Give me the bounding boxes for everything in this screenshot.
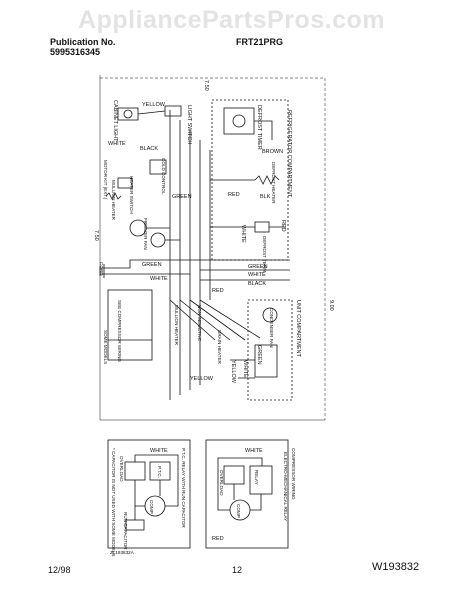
see-compressor-wiring-box: [107, 289, 153, 361]
em-wiring: [217, 457, 263, 511]
label-defrost-term: DEFROST TERM.: [262, 236, 267, 273]
label-green-2: GREEN: [142, 262, 162, 268]
label-red-1: RED: [280, 220, 286, 232]
electromechanical-relay-diagram-box: [205, 439, 289, 549]
unit-relay-block: [254, 344, 278, 378]
label-ptc: P.T.C.: [157, 466, 162, 478]
label-capacitor-note: * CAPACITOR IS NOT USED WITH SOME MODELS: [111, 448, 116, 556]
defrost-terminator: [254, 221, 270, 233]
label-green-1: GREEN: [172, 194, 192, 200]
label-dim-left: 7.50: [93, 230, 99, 241]
unit-compartment-box: [247, 299, 293, 401]
label-black-1: BLACK: [140, 146, 158, 152]
mullion-heater-element: [105, 192, 122, 200]
label-some-models: SOME MODELS: [103, 330, 108, 364]
evap-fan-motor: [150, 232, 166, 248]
label-part-number: ZL193832A: [110, 550, 135, 555]
label-drain-heater: DRAIN HEATER: [217, 330, 222, 365]
heater-switch-symbol: [117, 177, 133, 189]
ptc-overload-symbol: [124, 461, 146, 481]
label-em-relay: RELAY: [254, 470, 259, 485]
label-green-4: GREEN: [256, 345, 262, 365]
label-dim-top: 7.50: [203, 80, 209, 91]
label-cabinet-light: CABINET LIGHT: [112, 100, 118, 142]
unit-compartment-leads: [200, 259, 290, 281]
publication-label: Publication No.: [50, 37, 116, 47]
cord-plug: [99, 264, 105, 278]
ptc-compressor-symbol: [144, 495, 166, 517]
label-brown: BROWN: [262, 149, 283, 155]
label-electromechanical-relay: ELECTRO-MECHANICAL RELAY: [283, 452, 288, 521]
footer-diagram-code: W193832: [372, 561, 420, 573]
label-red-3: RED: [212, 288, 224, 294]
label-ptc-overload: OVERLOAD: [119, 456, 124, 482]
label-blk: BLK: [260, 194, 271, 200]
label-non-inductive: NON INDUCTIVE: [197, 305, 202, 341]
cabinet-light-bulb: [123, 109, 133, 119]
label-white-4: WHITE: [248, 272, 266, 278]
unit-harness-leads: [169, 299, 261, 341]
label-defrost-heater: DEFROST HEATER: [271, 162, 276, 204]
light-switch-symbol: [164, 105, 182, 117]
label-em-red: RED: [212, 536, 224, 542]
label-yellow-1: YELLOW: [142, 102, 166, 108]
defrost-heater-element: [254, 175, 280, 185]
light-wire: [137, 110, 166, 115]
label-refrigerator-compartment: REFRIGERATOR COMPARTMENT: [286, 110, 292, 198]
model-number: FRT21PRG: [236, 37, 284, 47]
label-yellow-3: YELLOW: [190, 376, 214, 382]
label-white-3: WHITE: [150, 276, 168, 282]
publication-number: 5995316345: [50, 47, 101, 57]
label-see-compressor-wiring: SEE COMPRESSOR WIRING: [117, 300, 122, 362]
label-ptc-white: WHITE: [150, 448, 168, 454]
label-light-switch: LIGHT SWITCH: [186, 105, 192, 144]
condenser-fan-motor: [262, 307, 278, 323]
label-cord: CORD: [99, 262, 104, 276]
ptc-relay-diagram-box: [107, 439, 191, 549]
label-mullion-heater-2: MULLION HEATER: [174, 305, 179, 346]
label-green-3: GREEN: [248, 264, 268, 270]
label-yellow-2: YELLOW: [230, 360, 236, 384]
label-em-overload: OVERLOAD: [219, 470, 224, 496]
footer-page: 12: [232, 565, 243, 575]
label-dim-right: 9.00: [328, 300, 334, 311]
label-freezer-fan: FREEZER FAN: [143, 218, 148, 250]
cold-control-symbol: [149, 159, 167, 175]
label-condenser-fan: CONDENSER FAN: [269, 308, 274, 348]
label-ptc-comp: COMP: [149, 500, 154, 514]
defrost-timer-motor: [232, 114, 246, 128]
label-ptc-run-capacitor: RUN CAPACITOR: [123, 512, 128, 550]
em-relay-symbol: [249, 465, 273, 495]
label-white-5: WHITE: [242, 360, 248, 378]
label-unit-compartment: UNIT COMPARTMENT: [295, 300, 301, 357]
watermark: AppliancePartsPros.com: [78, 6, 385, 34]
timer-wire: [254, 120, 273, 140]
label-white-1: WHITE: [108, 141, 126, 147]
label-motor-kit: MOTOR KIT (EXT.): [103, 160, 108, 200]
label-compressor-wiring: COMPRESSOR WIRING: [291, 448, 296, 500]
em-overload-symbol: [223, 465, 245, 485]
label-em-white: WHITE: [245, 448, 263, 454]
label-mullion-heater: MULLION HEATER: [111, 180, 116, 221]
label-ptc-relay-run-cap: P.T.C. RELAY WITH RUN CAPACITOR: [181, 448, 186, 528]
footer-date: 12/98: [48, 565, 71, 575]
unit-relay-leads: [230, 359, 255, 379]
fan-leads: [146, 227, 180, 241]
label-defrost-timer: DEFROST TIMER: [256, 105, 262, 150]
label-cold-control: COLD CONTROL: [161, 158, 166, 195]
power-cord-wire: [100, 259, 200, 269]
label-white-2: WHITE: [240, 225, 246, 243]
defrost-timer-box: [223, 107, 255, 135]
ptc-wiring: [134, 454, 179, 520]
label-black-2: BLACK: [248, 281, 266, 287]
label-red-2: RED: [228, 192, 240, 198]
label-em-comp: COMP: [236, 504, 241, 518]
label-heater-switch: HEATER SWITCH: [129, 176, 134, 214]
